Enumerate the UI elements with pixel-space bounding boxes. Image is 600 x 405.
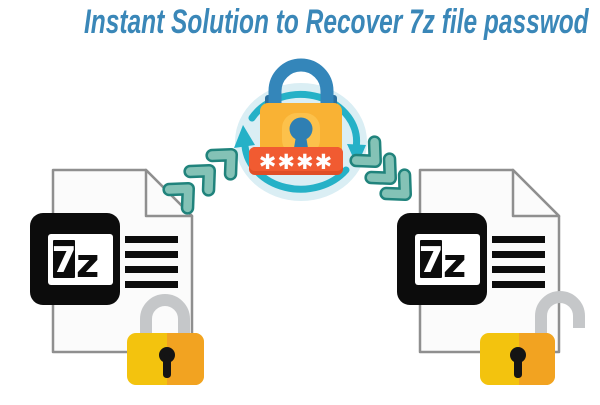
page-title: Instant Solution to Recover 7z file pass… (83, 3, 589, 41)
password-banner: ✱✱✱✱ (249, 147, 343, 175)
document-left (28, 168, 194, 354)
arrow-chevrons-left (169, 146, 240, 208)
recovery-emblem: ✱✱✱✱ (234, 58, 367, 201)
illustration: 7 z (28, 58, 585, 385)
header: Instant Solution to Recover 7z file pass… (0, 3, 600, 41)
lock-open-icon (480, 291, 585, 385)
document-right (395, 168, 561, 354)
lock-closed-icon (127, 294, 204, 385)
password-mask-text: ✱✱✱✱ (259, 150, 333, 174)
padlock-icon (260, 58, 342, 158)
